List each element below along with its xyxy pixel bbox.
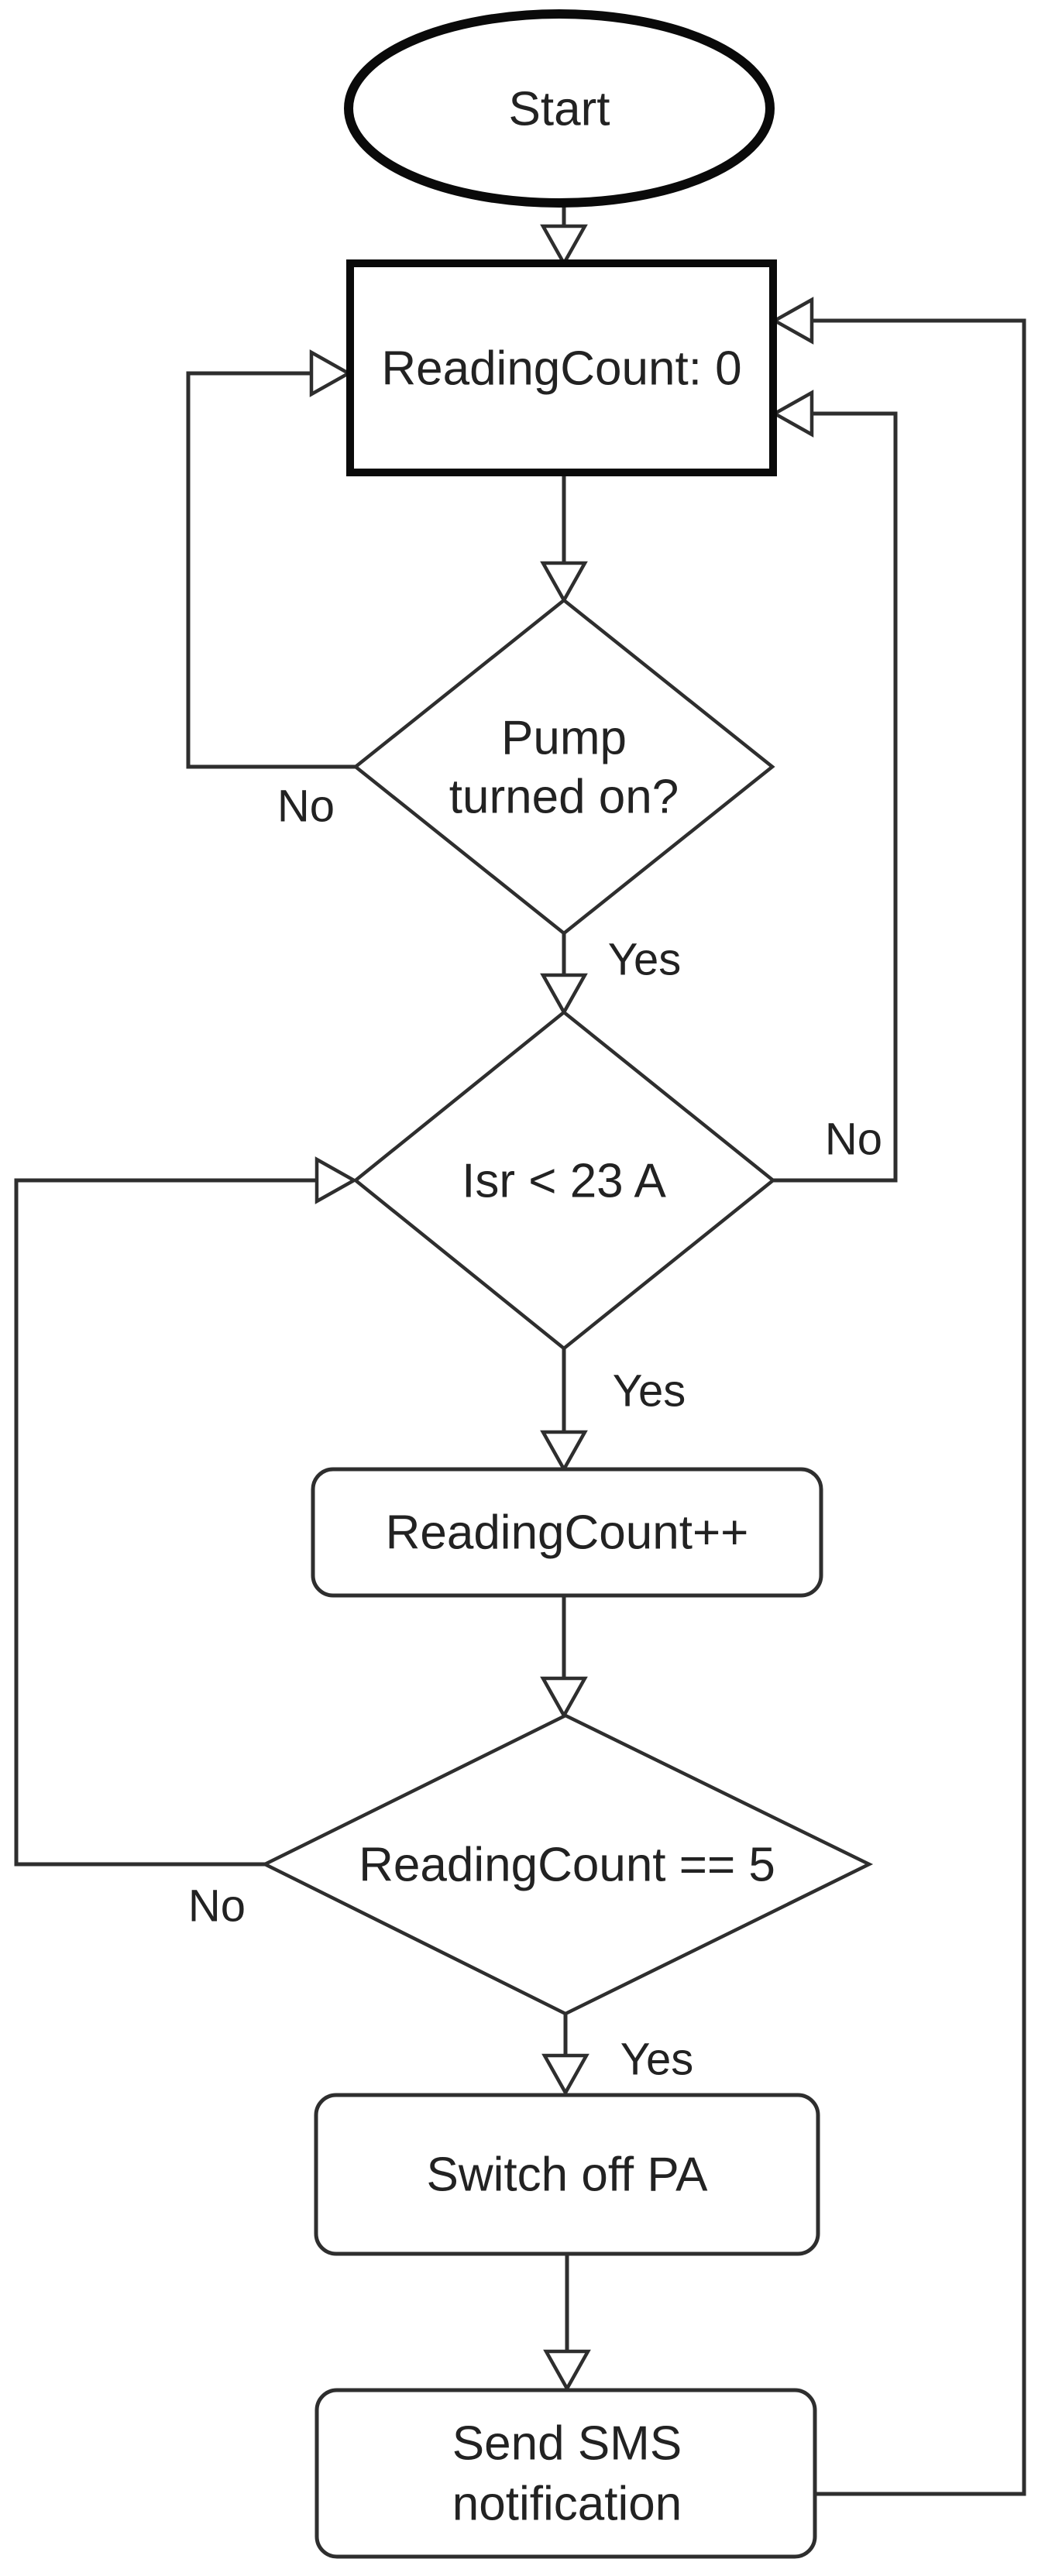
edge-label-count-yes: Yes [620, 2034, 694, 2084]
arrowhead-right-icon [314, 1156, 358, 1204]
switch-off-process-shape [314, 2093, 820, 2256]
arrowhead-left-icon [771, 297, 814, 345]
edge-line [773, 411, 898, 1183]
sms-label-line2: notification [452, 2478, 682, 2531]
node-init: ReadingCount: 0 [346, 259, 777, 476]
edge-pump-yes-to-isr [540, 933, 588, 1016]
edge-label-pump-yes: Yes [608, 934, 682, 984]
node-isr-decision: Isr < 23 A [352, 1010, 776, 1351]
pump-label-line1: Pump [501, 712, 627, 765]
increment-process-shape [311, 1467, 823, 1598]
arrowhead-down-icon [540, 973, 588, 1016]
edge-increment-to-count [540, 1595, 588, 1719]
isr-label: Isr < 23 A [462, 1155, 666, 1208]
sms-process-shape [314, 2388, 817, 2559]
edge-switch-to-sms [543, 2254, 591, 2392]
start-label: Start [509, 83, 610, 136]
arrowhead-down-icon [541, 2053, 589, 2097]
edge-label-pump-no: No [277, 781, 335, 831]
arrowhead-down-icon [543, 2349, 591, 2392]
node-switch-off: Switch off PA [314, 2093, 820, 2256]
edge-isr-no-loop-to-init [771, 390, 898, 1183]
edge-pump-no-loop-to-init [186, 349, 356, 769]
init-label: ReadingCount: 0 [381, 342, 741, 396]
pump-decision-shape [352, 598, 775, 936]
edge-count-yes-to-switch [541, 2014, 589, 2097]
edge-line [14, 1178, 317, 1867]
edge-label-isr-no: No [825, 1114, 882, 1164]
switch-off-label: Switch off PA [427, 2148, 709, 2202]
edge-line [186, 371, 356, 769]
node-start: Start [344, 9, 775, 208]
node-sms: Send SMS notification [314, 2388, 817, 2559]
sms-label-line1: Send SMS [452, 2417, 682, 2471]
edge-isr-yes-to-increment [540, 1348, 588, 1473]
arrowhead-down-icon [540, 224, 588, 267]
node-increment: ReadingCount++ [311, 1467, 823, 1598]
init-process-shape [346, 259, 777, 476]
edge-label-isr-yes: Yes [613, 1365, 686, 1416]
arrowhead-down-icon [540, 1430, 588, 1473]
edge-start-to-init [540, 203, 588, 267]
arrowhead-right-icon [309, 349, 352, 397]
edge-count-no-loop-to-isr [14, 1156, 358, 1867]
edge-init-to-pump [540, 472, 588, 604]
node-pump-decision: Pump turned on? [352, 598, 775, 936]
arrowhead-down-icon [540, 561, 588, 604]
node-count-decision: ReadingCount == 5 [260, 1713, 874, 2016]
increment-label: ReadingCount++ [386, 1506, 749, 1560]
start-terminator-shape [344, 9, 775, 208]
pump-label-line2: turned on? [449, 771, 679, 824]
arrowhead-left-icon [771, 390, 814, 438]
isr-decision-shape [352, 1010, 776, 1351]
count-decision-shape [260, 1713, 874, 2016]
count-label: ReadingCount == 5 [359, 1839, 775, 1892]
arrowhead-down-icon [540, 1676, 588, 1719]
edge-line [812, 318, 1026, 2496]
edge-sms-loop-to-init [771, 297, 1026, 2496]
edge-label-count-no: No [188, 1880, 246, 1931]
